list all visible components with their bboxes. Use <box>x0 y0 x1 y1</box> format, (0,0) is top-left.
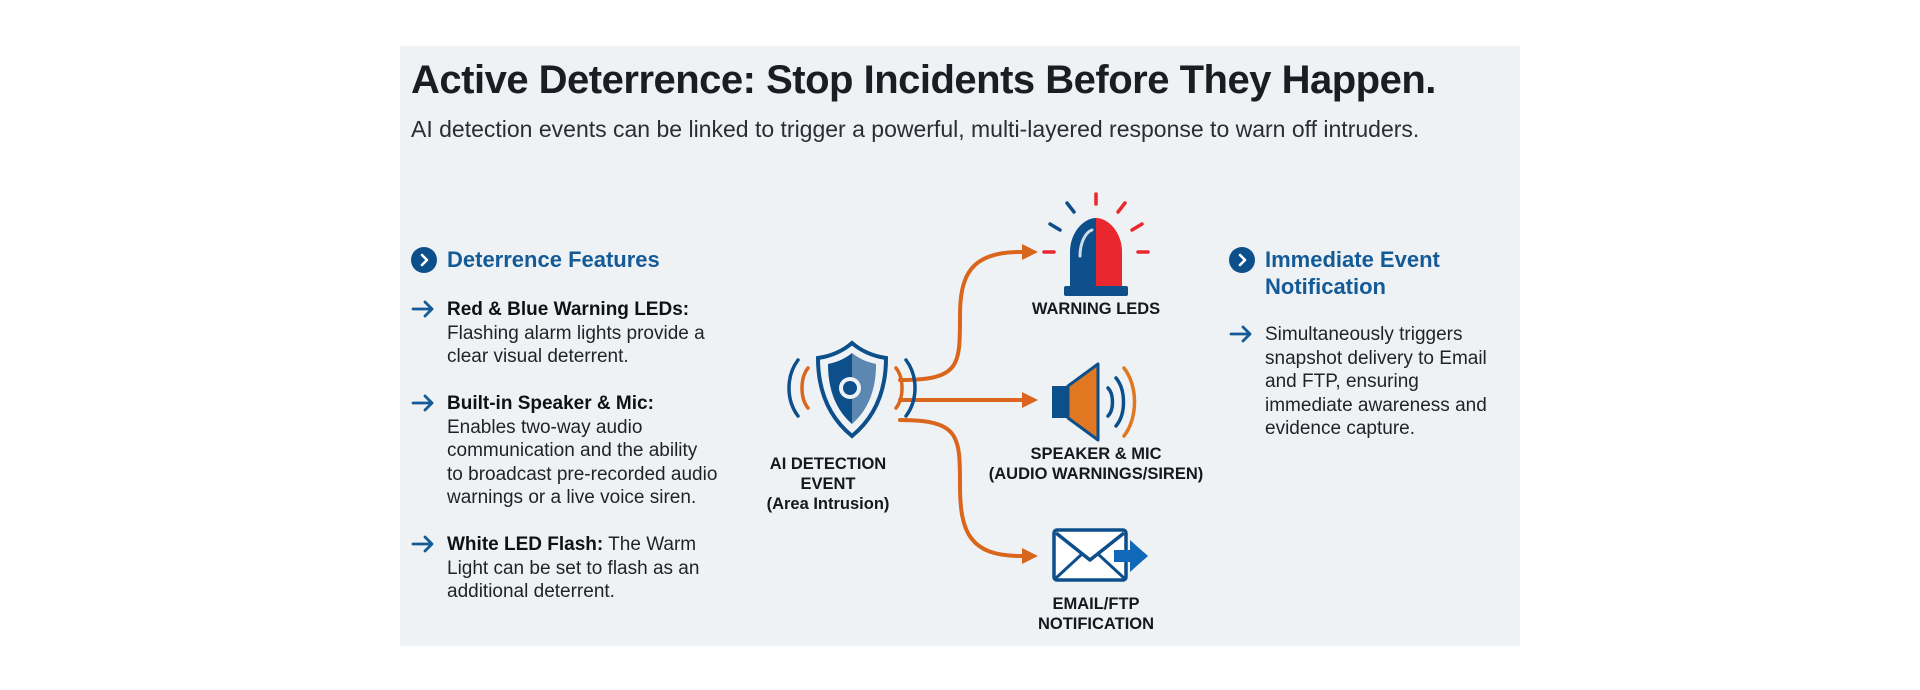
email-ftp-label: EMAIL/FTP NOTIFICATION <box>1037 595 1155 633</box>
warning-leds-label: WARNING LEDS <box>1031 300 1161 318</box>
deterrence-features-heading: Deterrence Features <box>411 246 660 273</box>
arrow-right-icon <box>411 535 434 553</box>
flow-arrows <box>898 250 1024 558</box>
page-title: Active Deterrence: Stop Incidents Before… <box>411 58 1436 102</box>
arrowhead-icon <box>1022 392 1038 408</box>
speaker-icon <box>1052 362 1137 442</box>
feature-text: Red & Blue Warning LEDs: Flashing alarm … <box>447 299 705 367</box>
arrow-right-icon <box>411 300 434 318</box>
immediate-notification-heading: Immediate Event Notification <box>1229 246 1440 300</box>
speaker-mic-label: SPEAKER & MIC (AUDIO WARNINGS/SIREN) <box>988 445 1204 483</box>
arrow-to-warning-leds <box>898 250 1024 382</box>
section-title: Immediate Event Notification <box>1265 247 1440 299</box>
deterrence-flow-diagram <box>787 192 1150 582</box>
feature-item-speaker-mic: Built-in Speaker & Mic: Enables two-way … <box>411 392 717 510</box>
envelope-icon <box>1052 528 1148 582</box>
arrow-heads <box>1022 244 1038 564</box>
feature-text: Built-in Speaker & Mic: Enables two-way … <box>447 393 718 508</box>
feature-item-warning-leds: Red & Blue Warning LEDs: Flashing alarm … <box>411 298 705 369</box>
arrowhead-icon <box>1022 548 1038 564</box>
arrow-to-email <box>898 418 1024 558</box>
infographic-panel: Active Deterrence: Stop Incidents Before… <box>400 46 1520 646</box>
ai-detection-event-label: AI DETECTION EVENT (Area Intrusion) <box>766 455 890 513</box>
page-subtitle: AI detection events can be linked to tri… <box>411 116 1420 142</box>
notification-item: Simultaneously triggers snapshot deliver… <box>1229 323 1487 441</box>
chevron-right-icon <box>411 247 437 273</box>
notification-text: Simultaneously triggers snapshot deliver… <box>1265 324 1487 439</box>
chevron-right-icon <box>1229 247 1255 273</box>
arrowhead-icon <box>1022 244 1038 260</box>
feature-text: White LED Flash: The Warm Light can be s… <box>447 534 700 602</box>
arrow-right-icon <box>411 394 434 412</box>
arrow-right-icon <box>1229 325 1252 343</box>
section-title: Deterrence Features <box>447 247 660 272</box>
feature-item-white-led: White LED Flash: The Warm Light can be s… <box>411 533 699 604</box>
siren-icon <box>1042 192 1150 296</box>
shield-detection-icon <box>787 340 917 439</box>
